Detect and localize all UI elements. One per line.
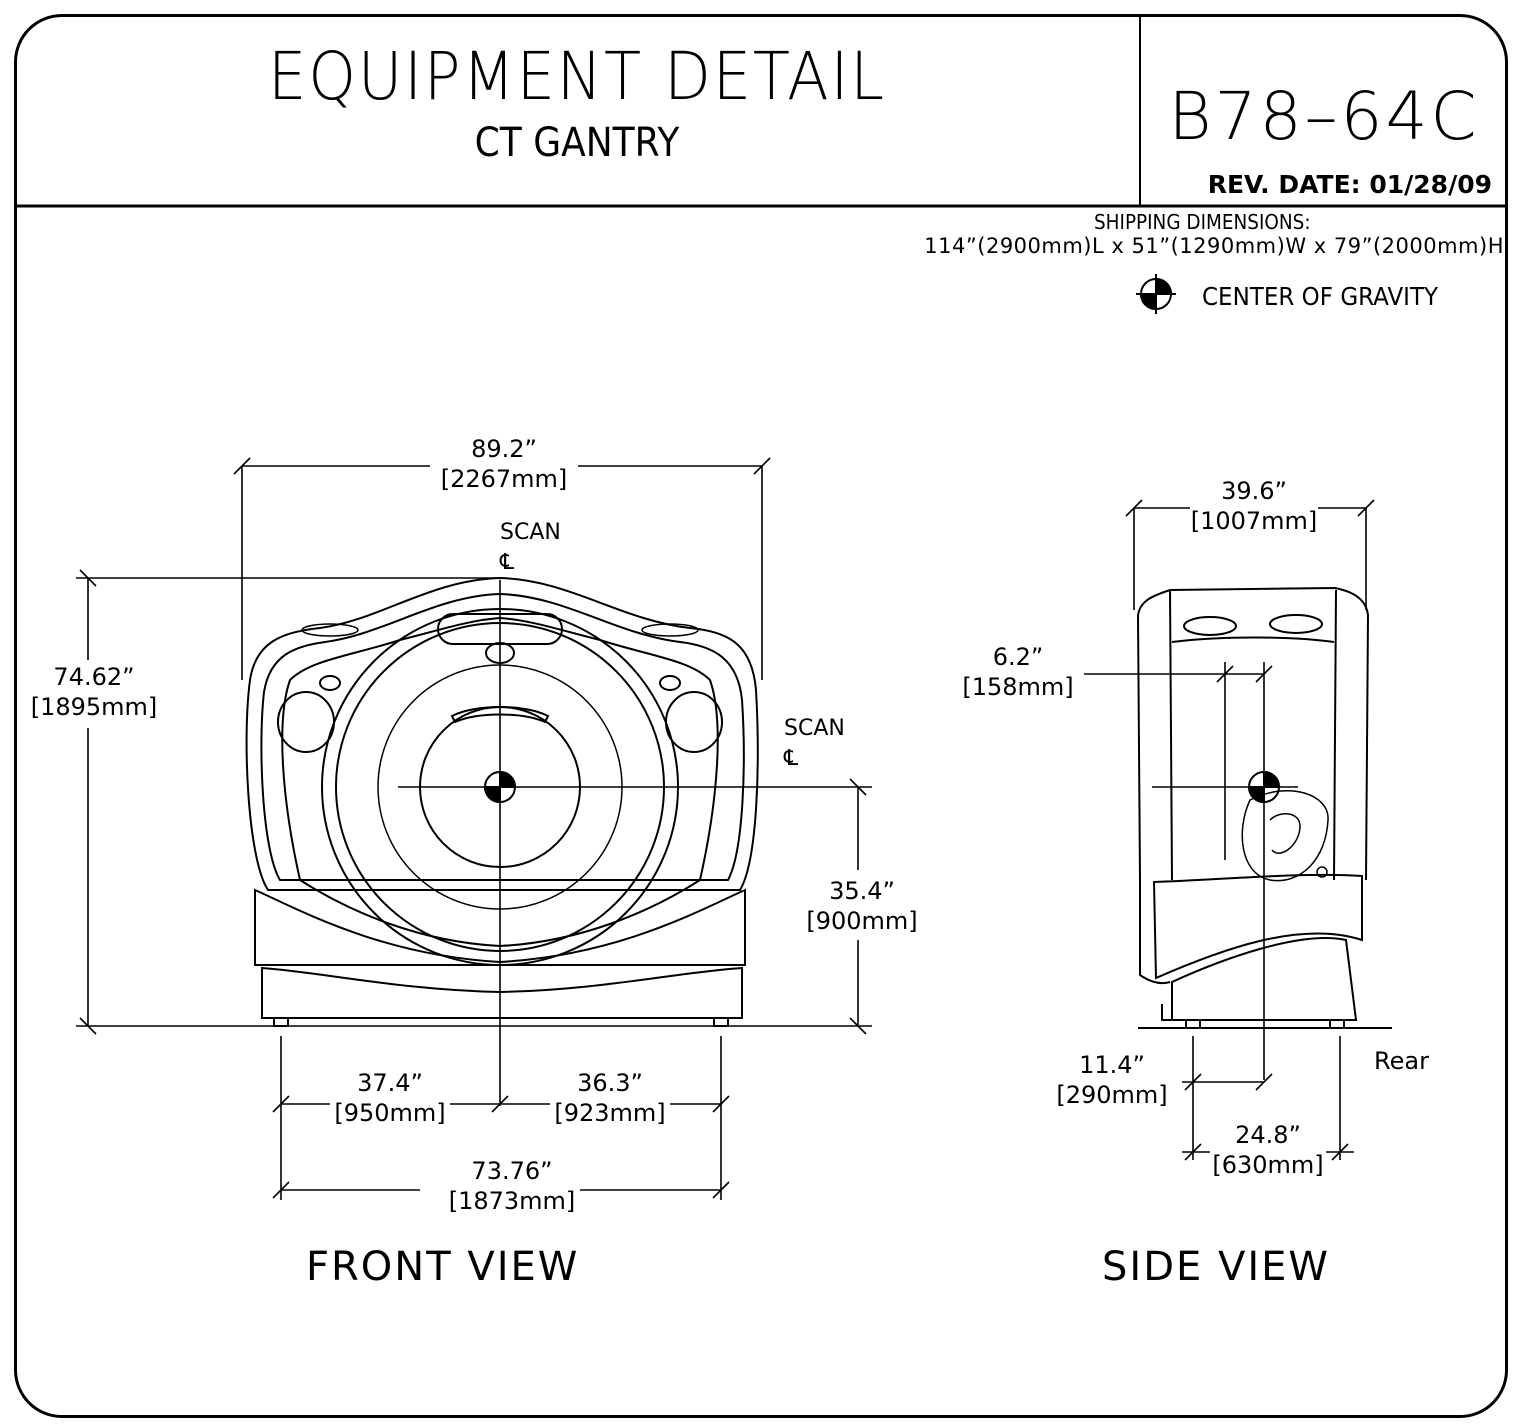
front-cg-height-in: 35.4” [829, 877, 895, 905]
front-right-mm: [923mm] [554, 1099, 666, 1127]
document-number: B78–64C [1168, 78, 1480, 155]
drawing-subtitle: CT GANTRY [474, 120, 680, 166]
side-base-dimension: 24.8” [630mm] [1206, 1120, 1330, 1180]
side-offset-dimension: 6.2” [158mm] [956, 642, 1080, 702]
shipping-dimensions-label: SHIPPING DIMENSIONS: [1094, 210, 1311, 234]
side-width-in: 39.6” [1221, 477, 1287, 505]
front-base-in: 73.76” [471, 1157, 553, 1185]
front-height-dimension: 74.62” [1895mm] [24, 662, 164, 722]
front-scan-centerline-top: SCAN ℄ [500, 518, 580, 578]
front-right-in: 36.3” [577, 1069, 643, 1097]
front-cg-height-mm: [900mm] [806, 907, 918, 935]
title-block-lines [14, 14, 1508, 208]
front-left-mm: [950mm] [334, 1099, 446, 1127]
front-base-mm: [1873mm] [448, 1187, 576, 1215]
centerline-symbol-right: ℄ [784, 746, 799, 771]
front-width-in: 89.2” [471, 435, 537, 463]
side-base-in: 24.8” [1235, 1121, 1301, 1149]
revision-date: REV. DATE: 01/28/09 [1207, 170, 1492, 199]
side-base-mm: [630mm] [1212, 1151, 1324, 1179]
side-width-dimension: 39.6” [1007mm] [1186, 476, 1322, 536]
front-view-dimension-lines [76, 457, 872, 1200]
shipping-dimensions-value: 114”(2900mm)L x 51”(1290mm)W x 79”(2000m… [924, 234, 1504, 258]
side-foot-dimension: 11.4” [290mm] [1050, 1050, 1174, 1110]
front-cg-height-dimension: 35.4” [900mm] [800, 876, 924, 936]
side-foot-in: 11.4” [1079, 1051, 1145, 1079]
front-view-label: FRONT VIEW [306, 1244, 580, 1290]
front-height-in: 74.62” [53, 663, 135, 691]
center-of-gravity-label: CENTER OF GRAVITY [1202, 282, 1439, 311]
scan-label-right: SCAN [784, 716, 845, 741]
center-of-gravity-icon [1136, 274, 1176, 314]
drawing-frame [14, 14, 1508, 1418]
front-width-mm: [2267mm] [440, 465, 568, 493]
front-right-offset-dimension: 36.3” [923mm] [546, 1068, 674, 1128]
side-foot-mm: [290mm] [1056, 1081, 1168, 1109]
front-width-dimension: 89.2” [2267mm] [430, 434, 578, 494]
ge-logo-icon [1241, 790, 1329, 882]
scan-label-top: SCAN [500, 520, 561, 545]
side-view-gantry [1136, 586, 1392, 1029]
centerline-symbol-top: ℄ [500, 550, 515, 575]
side-offset-mm: [158mm] [962, 673, 1074, 701]
rear-label: Rear [1374, 1047, 1429, 1075]
side-view-dimension-lines [1084, 499, 1375, 1161]
front-left-in: 37.4” [357, 1069, 423, 1097]
side-view-label: SIDE VIEW [1102, 1244, 1330, 1290]
front-left-offset-dimension: 37.4” [950mm] [326, 1068, 454, 1128]
side-offset-in: 6.2” [992, 643, 1044, 671]
side-width-mm: [1007mm] [1190, 507, 1318, 535]
front-scan-centerline-right: SCAN ℄ [784, 714, 864, 774]
drawing-title: EQUIPMENT DETAIL [268, 38, 886, 115]
front-height-mm: [1895mm] [30, 693, 158, 721]
front-base-dimension: 73.76” [1873mm] [438, 1156, 586, 1216]
